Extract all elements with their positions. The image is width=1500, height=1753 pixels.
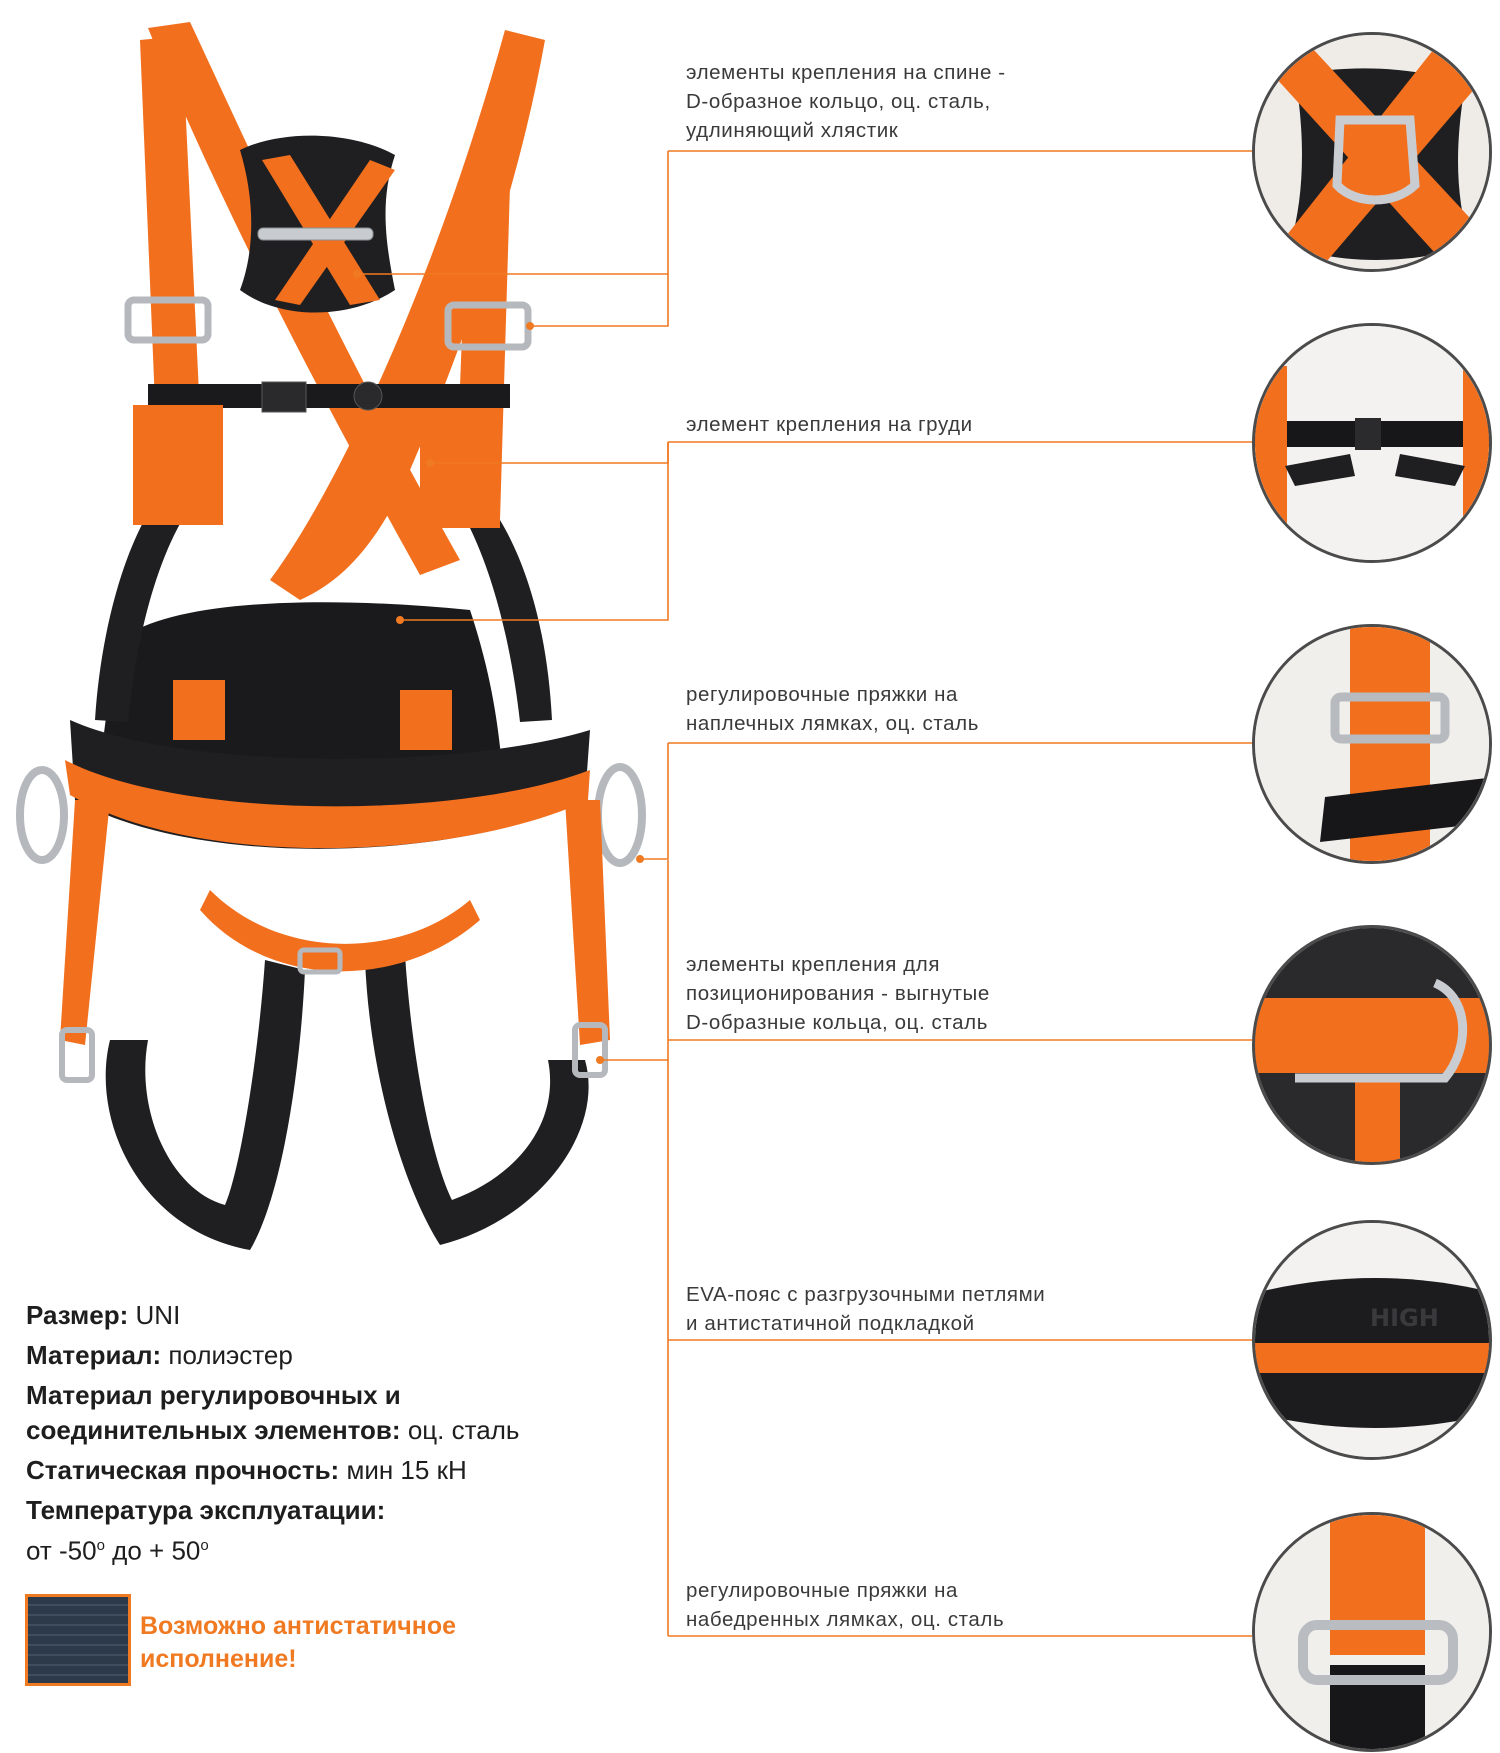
spec-temperature-to: до + 50 [104,1535,201,1566]
antistatic-note-line-2: исполнение! [140,1645,297,1673]
chest-strap [148,384,510,408]
chest-buckle [261,381,307,413]
pad-loop-right [400,690,452,750]
leader-line-chest-tag [430,442,669,464]
callout-line: набедренных лямках, оц. сталь [686,1608,1005,1631]
spec-material-value: полиэстер [168,1340,293,1370]
callout-line: EVA-пояс с разгрузочными петлями [686,1283,1046,1306]
leader-dot-5 [636,855,644,863]
detail-circle-back-ring [1252,32,1492,272]
spec-size-value: UNI [135,1300,181,1330]
rear-thigh-strap-left [105,960,305,1250]
chest-tag-left [133,405,223,525]
thigh-buckle-left [59,1027,95,1083]
waist-belt-webbing [65,760,590,849]
d-ring-left [16,766,68,864]
shoulder-buckle-left [124,296,212,344]
callout-line: D-образное кольцо, оц. сталь, [686,90,991,113]
callout-eva-belt: EVA-пояс с разгрузочными петлями и антис… [686,1280,1045,1338]
spec-temperature-from: от -50 [26,1535,97,1566]
detail-circle-d-ring [1252,925,1492,1165]
chest-buckle-button [353,381,383,411]
side-strap-right [470,520,552,722]
spec-size-label: Размер: [26,1300,129,1330]
leader-line-back-buckle [530,274,669,327]
detail-circle-belt: HIGH [1252,1220,1492,1460]
spec-adjustment-material-label-2: соединительных элементов: [26,1415,401,1445]
back-d-ring [257,227,374,241]
spec-strength-label: Статическая прочность: [26,1455,340,1485]
spec-size: Размер: UNI [26,1298,646,1333]
callout-shoulder-buckles: регулировочные пряжки на наплечных лямка… [686,680,979,738]
callout-line: удлиняющий хлястик [686,119,899,142]
crotch-strap [200,890,480,972]
leader-dot-2 [526,322,534,330]
side-strap-left [95,510,185,722]
leader-line-positioning-vert [600,860,669,1061]
callout-line: элемент крепления на груди [686,413,973,436]
spec-temperature-label: Температура эксплуатации: [26,1495,386,1525]
spec-temperature: Температура эксплуатации: от -50o до + 5… [26,1493,646,1569]
leg-strap-left [60,800,110,1045]
callout-line: элементы крепления для [686,953,941,976]
leader-line-shoulder-vert [640,743,669,860]
spec-material-label: Материал: [26,1340,162,1370]
degree-sign: o [96,1537,105,1554]
leader-dot-6 [596,1056,604,1064]
pad-loop-left [173,680,225,740]
detail-circle-thigh-buckle [1252,1512,1492,1752]
chest-tag-right [420,408,500,528]
leader-line-back-plate [357,151,669,275]
spec-adjustment-material-label-1: Материал регулировочных и [26,1380,401,1410]
spec-strength: Статическая прочность: мин 15 кН [26,1453,646,1488]
specifications-block: Размер: UNI Материал: полиэстер Материал… [26,1298,646,1574]
thigh-buckle-right [572,1022,608,1078]
callout-line: регулировочные пряжки на [686,1579,959,1602]
leader-line-chest-pad [400,442,669,621]
detail-circle-shoulder-buckle [1252,624,1492,864]
callout-thigh-buckles: регулировочные пряжки на набедренных лям… [686,1576,1004,1634]
harness-illustration [16,22,646,1250]
spec-strength-value: мин 15 кН [346,1455,467,1485]
callout-chest-attachment: элемент крепления на груди [686,410,973,439]
antistatic-note-line-1: Возможно антистатичное [140,1612,457,1640]
leg-strap-right [565,800,610,1045]
spec-material: Материал: полиэстер [26,1338,646,1373]
leader-dot-1 [353,270,361,278]
belt-logo-text: HIGH [1370,1304,1439,1332]
callout-line: D-образные кольца, оц. сталь [686,1011,989,1034]
antistatic-note: Возможно антистатичное исполнение! [140,1610,456,1676]
callout-line: элементы крепления на спине - [686,61,1006,84]
callout-back-attachment: элементы крепления на спине - D-образное… [686,58,1006,145]
leader-dot-4 [396,616,404,624]
callout-line: регулировочные пряжки на [686,683,959,706]
crotch-buckle [297,947,343,975]
callout-line: наплечных лямках, оц. сталь [686,712,979,735]
antistatic-fabric-swatch [25,1594,131,1686]
spec-adjustment-material: Материал регулировочных и соединительных… [26,1378,646,1448]
spec-adjustment-material-value: оц. сталь [407,1415,520,1445]
callout-line: позиционирования - выгнутые [686,982,990,1005]
shoulder-strap-right [270,30,545,600]
callout-positioning-rings: элементы крепления для позиционирования … [686,950,990,1037]
rear-thigh-strap-right [365,955,589,1245]
callout-line: и антистатичной подкладкой [686,1312,975,1335]
leader-dot-3 [426,459,434,467]
degree-sign: o [200,1537,209,1554]
detail-circle-chest [1252,323,1492,563]
